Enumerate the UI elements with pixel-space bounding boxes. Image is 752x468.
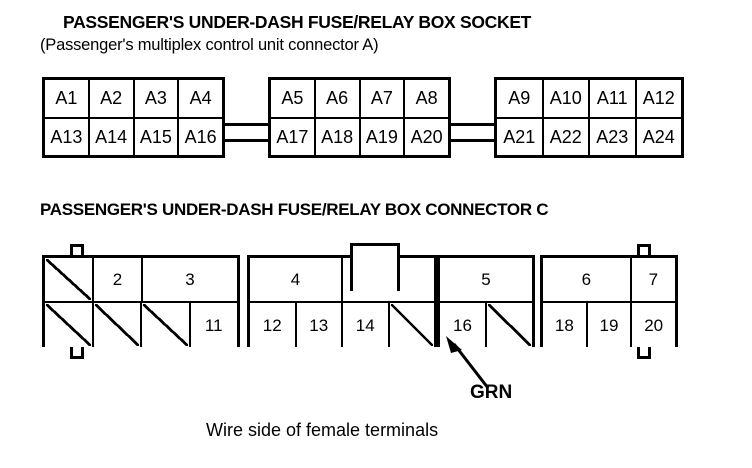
socket-row-top: A1 A2 A3 A4: [45, 80, 222, 119]
connector-c-title: PASSENGER'S UNDER-DASH FUSE/RELAY BOX CO…: [40, 200, 549, 219]
keyway-notch: [350, 243, 400, 291]
bridge-line: [448, 139, 498, 142]
connector-c-cell[interactable]: 20: [632, 303, 676, 347]
connector-c-cell-blank: [45, 258, 94, 301]
socket-cell[interactable]: A19: [360, 118, 406, 155]
socket-block-2: A5 A6 A7 A8 A17 A18 A19 A20: [268, 77, 451, 158]
grn-pointer-arrow: [446, 336, 490, 389]
connector-c-cell[interactable]: 3: [143, 258, 237, 301]
mounting-tab-top-left: [70, 244, 84, 257]
connector-c-cell[interactable]: 12: [250, 303, 297, 347]
socket-row-top: A9 A10 A11 A12: [497, 80, 681, 119]
connector-c-cell-blank: [389, 303, 434, 347]
connector-c-cell-blank: [93, 303, 142, 347]
socket-title: PASSENGER'S UNDER-DASH FUSE/RELAY BOX SO…: [63, 12, 532, 32]
socket-cell[interactable]: A17: [271, 118, 316, 155]
connector-c-block-3: 5 16: [437, 255, 535, 347]
socket-cell[interactable]: A22: [543, 118, 590, 155]
connector-c-cell[interactable]: 18: [543, 303, 588, 347]
socket-cell[interactable]: A23: [590, 118, 637, 155]
socket-row-bottom: A21 A22 A23 A24: [497, 118, 681, 155]
connector-c-cell-blank: [487, 303, 532, 347]
socket-cell[interactable]: A13: [45, 118, 90, 155]
socket-cell[interactable]: A7: [360, 80, 406, 117]
mounting-tab-top-right: [637, 244, 651, 257]
socket-cell[interactable]: A3: [134, 80, 180, 117]
socket-cell[interactable]: A15: [134, 118, 180, 155]
socket-cell[interactable]: A5: [271, 80, 316, 117]
bridge-line: [448, 123, 498, 126]
connector-c-cell[interactable]: 11: [190, 303, 237, 347]
connector-c-cell[interactable]: 5: [440, 258, 532, 301]
connector-c-row-bottom: 11: [45, 303, 237, 347]
socket-subtitle: (Passenger's multiplex control unit conn…: [40, 36, 379, 54]
mounting-tab-bottom-left: [70, 346, 84, 359]
socket-cell[interactable]: A8: [405, 80, 448, 117]
connector-c-cell-blank: [142, 303, 191, 347]
socket-cell[interactable]: A16: [179, 118, 222, 155]
bridge-line: [222, 123, 272, 126]
socket-cell[interactable]: A14: [89, 118, 135, 155]
connector-c-row-top: 4: [250, 258, 434, 303]
connector-c-cell[interactable]: 4: [250, 258, 343, 301]
socket-block-3: A9 A10 A11 A12 A21 A22 A23 A24: [494, 77, 684, 158]
connector-c-cell[interactable]: 2: [94, 258, 143, 301]
socket-cell[interactable]: A20: [405, 118, 448, 155]
connector-c-cell[interactable]: 13: [296, 303, 343, 347]
socket-cell[interactable]: A9: [497, 80, 544, 117]
connector-c-row-bottom: 16: [440, 303, 532, 347]
socket-cell[interactable]: A24: [636, 118, 681, 155]
socket-cell[interactable]: A11: [590, 80, 637, 117]
socket-cell[interactable]: A6: [315, 80, 361, 117]
diagram-caption: Wire side of female terminals: [206, 420, 439, 440]
socket-cell[interactable]: A18: [315, 118, 361, 155]
socket-cell[interactable]: A1: [45, 80, 90, 117]
socket-cell[interactable]: A21: [497, 118, 544, 155]
socket-cell[interactable]: A2: [89, 80, 135, 117]
connector-c-row-top: 5: [440, 258, 532, 303]
bridge-line: [222, 139, 272, 142]
grn-label: GRN: [470, 382, 513, 403]
socket-row-top: A5 A6 A7 A8: [271, 80, 448, 119]
socket-block-1: A1 A2 A3 A4 A13 A14 A15 A16: [42, 77, 225, 158]
mounting-tab-bottom-right: [637, 346, 651, 359]
socket-cell[interactable]: A10: [543, 80, 590, 117]
socket-cell[interactable]: A12: [636, 80, 681, 117]
socket-row-bottom: A13 A14 A15 A16: [45, 118, 222, 155]
connector-c-cell[interactable]: 7: [631, 258, 675, 301]
socket-cell[interactable]: A4: [179, 80, 222, 117]
connector-c-cell-blank: [45, 303, 94, 347]
connector-c-cell[interactable]: 6: [543, 258, 632, 301]
connector-c-cell[interactable]: 19: [587, 303, 633, 347]
connector-c-cell[interactable]: 14: [343, 303, 390, 347]
socket-row-bottom: A17 A18 A19 A20: [271, 118, 448, 155]
